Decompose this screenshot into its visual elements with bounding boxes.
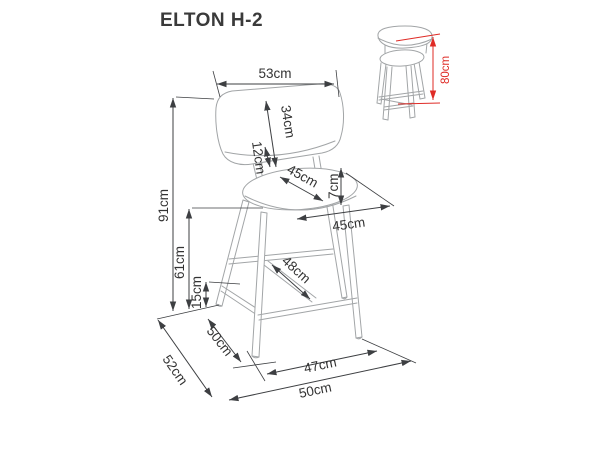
ext-80-top — [395, 33, 441, 42]
side-foot-caps — [376, 97, 426, 121]
footrest-front-bar — [257, 297, 358, 321]
ext-53-right — [335, 69, 340, 98]
side-view-dimension: 80cm — [395, 33, 452, 105]
side-view: 80cm — [376, 25, 452, 121]
backrest-shell — [215, 83, 344, 166]
ext-15-top — [208, 281, 241, 285]
foot-cap-right-back — [341, 296, 348, 300]
backrest-seam — [224, 140, 336, 157]
foot-cap-left-front — [251, 355, 260, 359]
label-seat-thickness: 7cm — [326, 173, 341, 199]
footrest-left-bar — [220, 285, 260, 316]
dim-line-base-width — [228, 359, 412, 402]
label-front-leg-span: 47cm — [303, 354, 338, 376]
dim-line-seat-depth — [296, 204, 391, 221]
label-back-gap: 12cm — [249, 140, 268, 175]
ext-53-left — [212, 70, 221, 98]
label-backrest-width: 53cm — [258, 66, 291, 81]
dim-line-backrest-height — [264, 100, 278, 168]
label-footrest-bar: 48cm — [279, 253, 314, 286]
ext-91-top — [175, 96, 215, 100]
ext-foot-right-floor — [361, 338, 417, 364]
side-view-stool — [376, 25, 433, 121]
dim-line-overall-depth — [157, 319, 213, 398]
dimension-lines — [157, 80, 412, 402]
label-side-depth: 50cm — [204, 324, 236, 359]
label-backrest-height: 34cm — [278, 104, 298, 139]
side-seat — [379, 49, 425, 67]
stool-leg-left-front — [251, 211, 268, 358]
foot-cap-right-front — [355, 336, 363, 340]
side-legs — [376, 61, 426, 121]
dim-line-back-gap — [264, 146, 271, 168]
dim-line-seat-width — [279, 176, 324, 202]
label-seat-depth: 45cm — [331, 215, 366, 234]
label-side-view-height: 80cm — [440, 56, 452, 84]
side-footrest-bars — [378, 90, 424, 111]
label-base-width: 50cm — [298, 379, 333, 401]
ext-seat-right — [345, 172, 395, 207]
ext-floor-left — [156, 304, 220, 320]
footrest-back-bar — [228, 248, 334, 265]
stool-leg-left-back — [215, 199, 250, 307]
dim-line-footrest-bar — [271, 264, 311, 300]
label-total-height: 91cm — [156, 189, 171, 222]
label-seat-underside-height: 61cm — [172, 246, 187, 279]
dim-line-side-depth — [207, 318, 242, 363]
backrest — [215, 83, 344, 166]
foot-cap-left-back — [215, 303, 223, 307]
label-overall-depth: 52cm — [160, 352, 191, 388]
label-footrest-height: 15cm — [189, 276, 204, 309]
side-backrest-seam — [377, 37, 433, 46]
page-title: ELTON H-2 — [160, 10, 264, 31]
ext-80-bottom — [397, 102, 441, 105]
